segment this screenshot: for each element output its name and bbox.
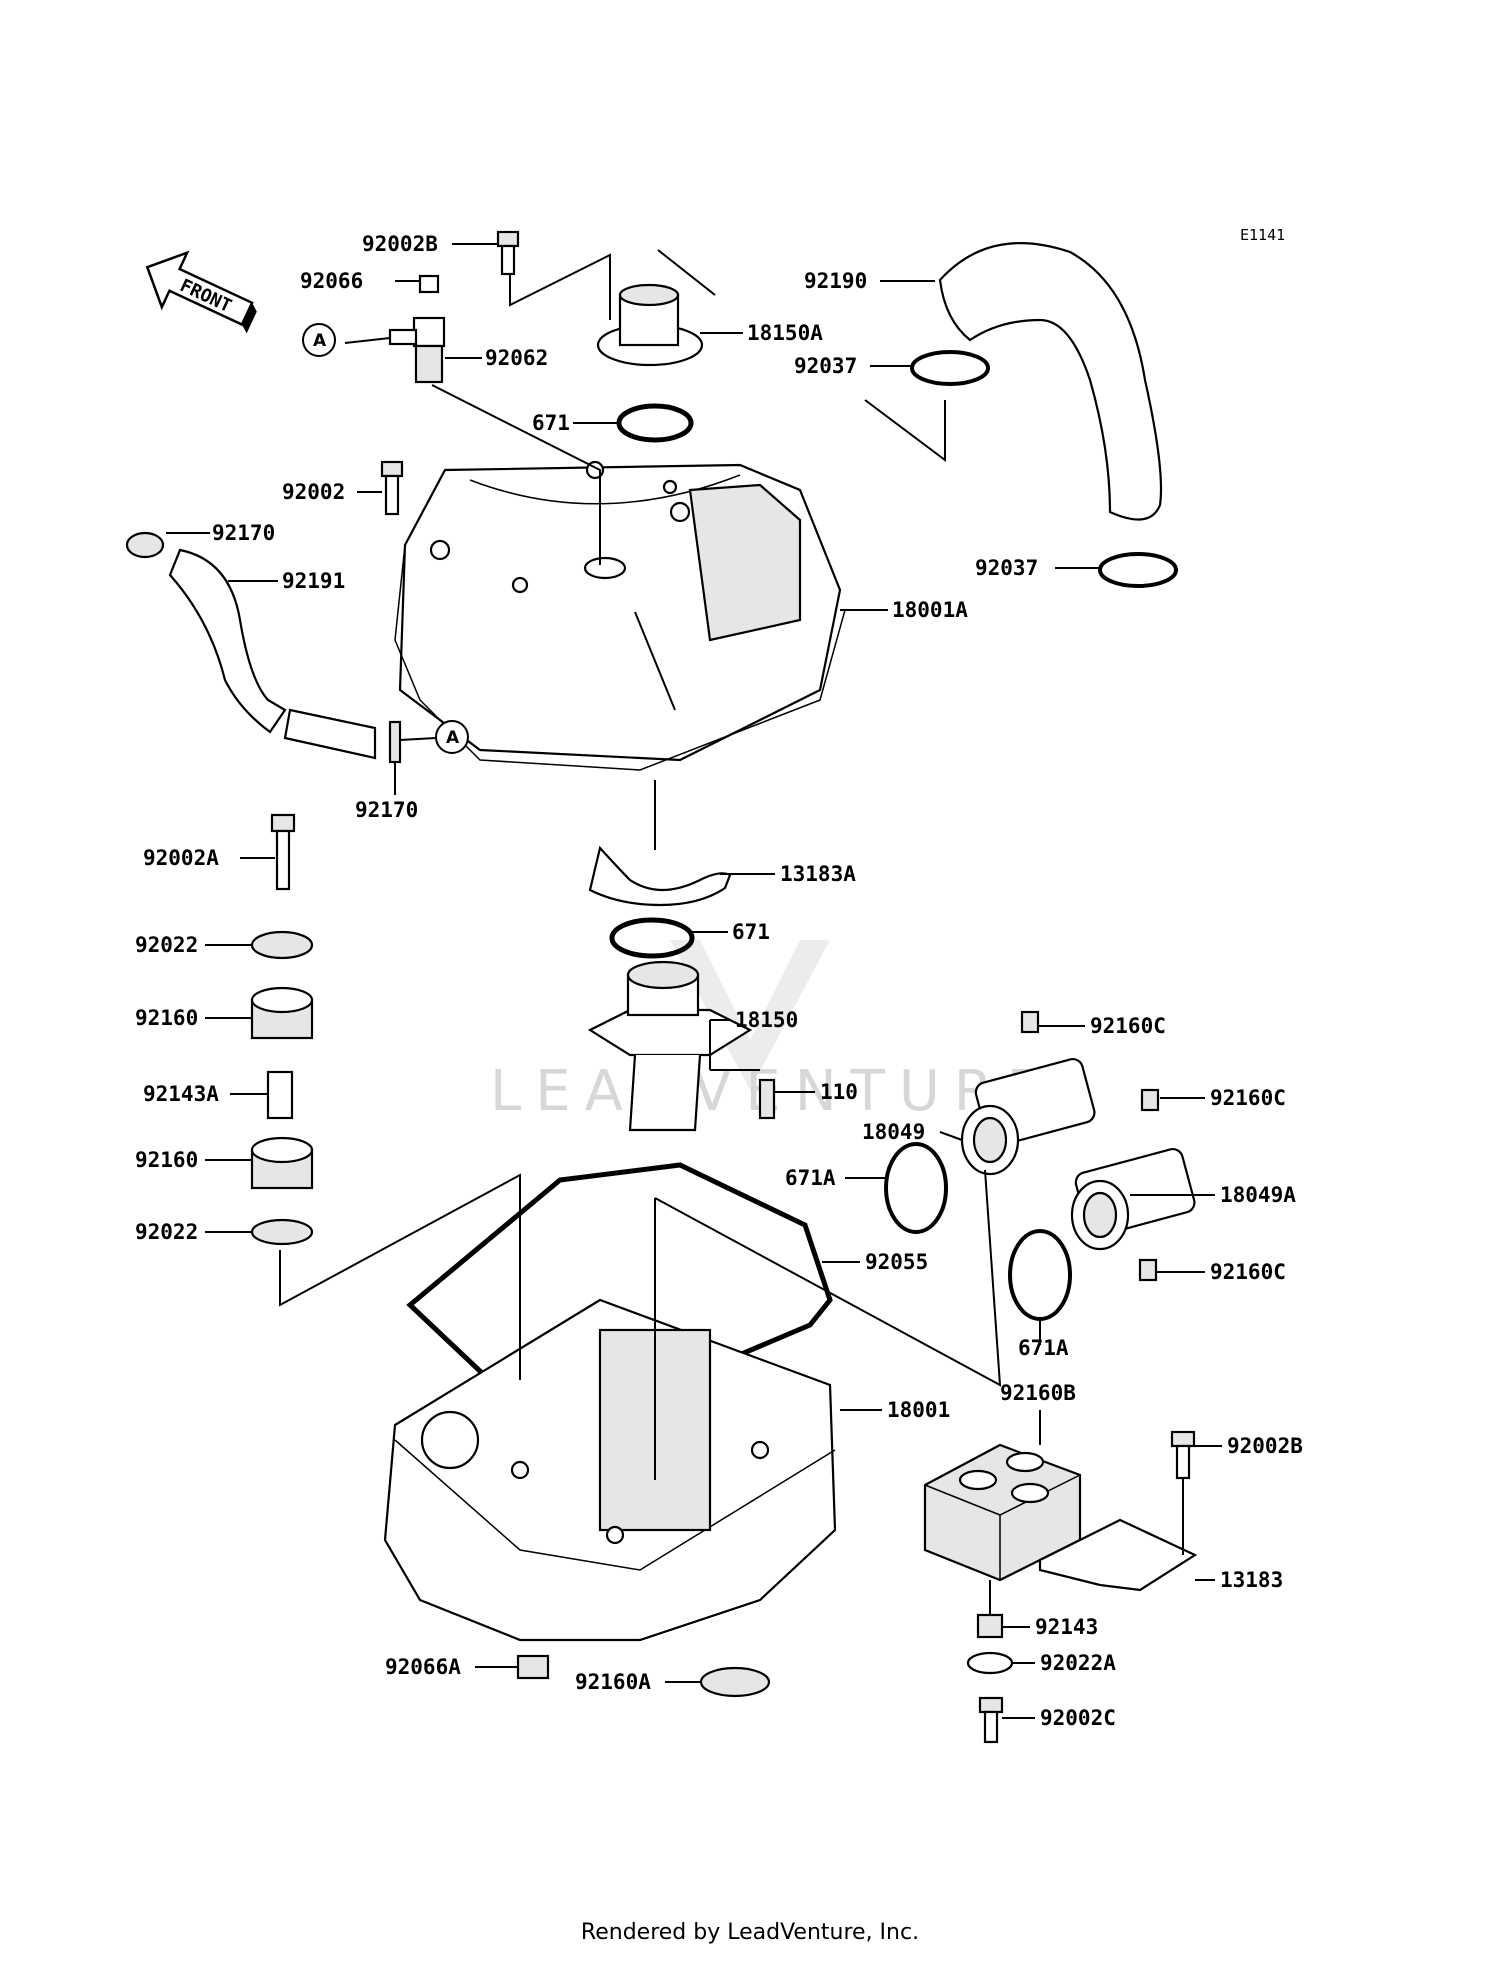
- tube-18049a-icon: [1070, 1148, 1196, 1251]
- clip-92160c-2-icon: [1140, 1088, 1160, 1112]
- callout-110: 110: [820, 1080, 858, 1104]
- callout-18049: 18049: [862, 1120, 925, 1144]
- callout-labels: 92002B 92066 A 92062 18150A 92190 92037 …: [135, 232, 1303, 1730]
- callout-92002b-right: 92002B: [1227, 1434, 1303, 1458]
- lower-case-18001-icon: [383, 1298, 837, 1642]
- grommet-92160a-icon: [699, 1666, 771, 1698]
- callout-92160a: 92160A: [575, 1670, 651, 1694]
- clamp-92170-bottom-icon: [388, 720, 402, 764]
- callout-92002b-top: 92002B: [362, 232, 438, 256]
- callout-18049a: 18049A: [1220, 1183, 1296, 1207]
- callout-92190: 92190: [804, 269, 867, 293]
- callout-92143: 92143: [1035, 1615, 1098, 1639]
- bracket-13183-icon: [1038, 1518, 1198, 1592]
- diagram-id: E1141: [1240, 226, 1285, 244]
- oring-671a-left-icon: [884, 1142, 948, 1234]
- callout-92055: 92055: [865, 1250, 928, 1274]
- clamp-92037-bottom-icon: [1098, 552, 1178, 588]
- callout-92160c-2: 92160C: [1210, 1086, 1286, 1110]
- hose-92190-icon: [938, 242, 1163, 521]
- callout-92160b: 92160B: [1000, 1381, 1076, 1405]
- callout-92066: 92066: [300, 269, 363, 293]
- callout-18150: 18150: [735, 1008, 798, 1032]
- callout-671a-bottom: 671A: [1018, 1336, 1069, 1360]
- cap-92066-icon: [418, 274, 440, 294]
- callout-92170-top: 92170: [212, 521, 275, 545]
- bolt-110-icon: [758, 1078, 776, 1120]
- callout-13183: 13183: [1220, 1568, 1283, 1592]
- callout-13183a: 13183A: [780, 862, 856, 886]
- callout-92002c: 92002C: [1040, 1706, 1116, 1730]
- front-arrow-icon: FRONT: [145, 250, 257, 334]
- callout-92022a: 92022A: [1040, 1651, 1116, 1675]
- washer-92022-bottom-icon: [250, 1218, 314, 1246]
- callout-671a-left: 671A: [785, 1166, 836, 1190]
- bolt-92002a-icon: [270, 813, 296, 891]
- callout-92160c-3: 92160C: [1210, 1260, 1286, 1284]
- callout-92170-bottom: 92170: [355, 798, 418, 822]
- oring-671a-bottom-icon: [1008, 1229, 1072, 1321]
- clip-92160c-3-icon: [1138, 1258, 1158, 1282]
- clamp-92170-top-icon: [125, 531, 165, 559]
- collar-92143-icon: [976, 1613, 1004, 1639]
- clip-92160c-1-icon: [1020, 1010, 1040, 1034]
- callout-671-mid: 671: [732, 920, 770, 944]
- fitting-92062-icon: [388, 316, 446, 384]
- oring-671-top-icon: [616, 403, 694, 443]
- callout-18001a: 18001A: [892, 598, 968, 622]
- callout-18001: 18001: [887, 1398, 950, 1422]
- bracket-13183a-icon: [588, 845, 732, 907]
- bolt-92002-icon: [380, 460, 404, 516]
- callout-18150a: 18150A: [747, 321, 823, 345]
- callout-92062: 92062: [485, 346, 548, 370]
- callout-92160c-1: 92160C: [1090, 1014, 1166, 1038]
- hose-92191-icon: [168, 548, 287, 734]
- hose-92191-segment-icon: [283, 708, 377, 760]
- grommet-92160-top-icon: [250, 986, 314, 1040]
- callout-92066a: 92066A: [385, 1655, 461, 1679]
- grommet-92160-bottom-icon: [250, 1136, 314, 1190]
- bolt-92002c-icon: [978, 1696, 1004, 1744]
- ref-marker-a-top: [302, 323, 336, 357]
- bolt-92002b-icon: [496, 230, 520, 276]
- callout-92002a: 92002A: [143, 846, 219, 870]
- oring-671-mid-icon: [609, 917, 695, 959]
- upper-case-18001a-icon: [394, 460, 846, 771]
- block-92160b-icon: [923, 1443, 1082, 1582]
- bolt-92002b-right-icon: [1170, 1430, 1196, 1480]
- ref-marker-a-top-label: A: [313, 331, 327, 351]
- callout-92002: 92002: [282, 480, 345, 504]
- leader-lines: [166, 243, 1222, 1719]
- tube-18150a-icon: [596, 283, 704, 367]
- callout-92160-top: 92160: [135, 1006, 198, 1030]
- callout-92022-bottom: 92022: [135, 1220, 198, 1244]
- clamp-92037-top-icon: [910, 350, 990, 386]
- callout-92160-bottom: 92160: [135, 1148, 198, 1172]
- callout-671-top: 671: [532, 411, 570, 435]
- ref-marker-a-bottom-label: A: [446, 728, 460, 748]
- footer-credit: Rendered by LeadVenture, Inc.: [580, 1920, 920, 1945]
- washer-92022a-icon: [966, 1651, 1014, 1675]
- tube-18049-icon: [960, 1058, 1096, 1176]
- callout-92037-bottom: 92037: [975, 556, 1038, 580]
- callout-92191: 92191: [282, 569, 345, 593]
- callout-92143a: 92143A: [143, 1082, 219, 1106]
- callout-92037-top: 92037: [794, 354, 857, 378]
- callout-92022-top: 92022: [135, 933, 198, 957]
- plug-92066a-icon: [516, 1654, 550, 1680]
- collar-92143a-icon: [266, 1070, 294, 1120]
- washer-92022-top-icon: [250, 930, 314, 960]
